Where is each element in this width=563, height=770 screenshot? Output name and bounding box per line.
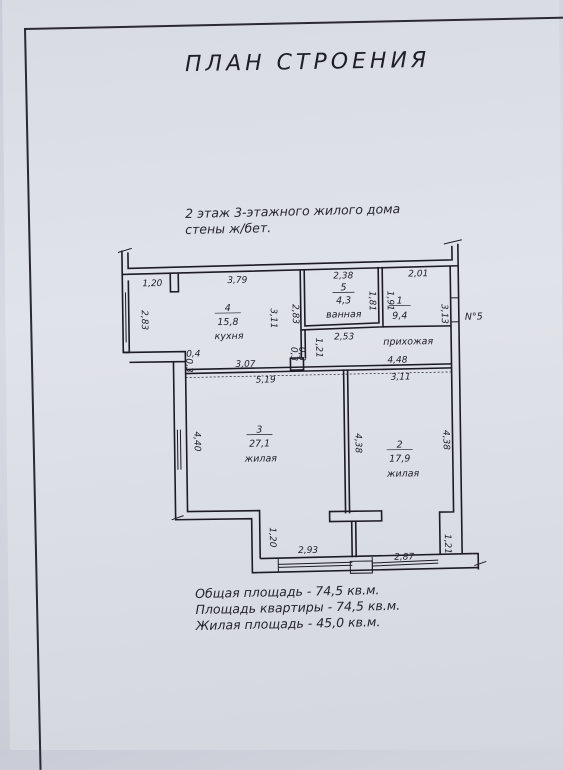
room-1-name: прихожая	[383, 336, 433, 348]
dim-0-3-a: 0,3	[183, 358, 193, 373]
dim-2-83-mid: 2,83	[290, 304, 300, 324]
dim-1-81: 1,81	[366, 291, 376, 311]
room-5-name: ванная	[326, 309, 362, 320]
room-2-area: 17,9	[389, 453, 410, 464]
room-4-area: 15,8	[217, 317, 238, 328]
dim-2-93: 2,93	[298, 546, 318, 556]
dim-1-21-mid: 1,21	[313, 338, 323, 358]
corner-ticks	[118, 239, 487, 570]
dim-2-87: 2,87	[394, 552, 414, 562]
room-5-number: 5	[340, 282, 346, 293]
dim-1-21-right: 1,21	[442, 534, 452, 554]
dim-3-79: 3,79	[227, 276, 247, 286]
dim-4-38-mid: 4,38	[352, 433, 362, 453]
dim-3-07: 3,07	[235, 360, 255, 370]
dim-1-20-bottom: 1,20	[267, 527, 277, 547]
room-1-area: 9,4	[392, 310, 407, 321]
dim-1-91: 1,91	[384, 291, 394, 311]
dim-2-38: 2,38	[333, 271, 353, 281]
room-3-number: 3	[256, 425, 262, 436]
dim-0-3-c: 0,3	[296, 347, 306, 362]
dim-4-38-right: 4,38	[440, 430, 450, 450]
dim-4-40: 4,40	[191, 431, 201, 451]
dim-2-53: 2,53	[334, 332, 354, 342]
room-1-number: 1	[397, 296, 403, 307]
area-totals: Общая площадь - 74,5 кв.м. Площадь кварт…	[195, 582, 401, 634]
dim-2-01: 2,01	[408, 269, 428, 279]
room-3-name: жилая	[244, 453, 278, 464]
walls	[122, 244, 479, 575]
dim-5-19: 5,19	[256, 375, 276, 385]
room-2-number: 2	[397, 440, 403, 451]
dim-3-13: 3,13	[439, 304, 449, 324]
room-4-name: кухня	[215, 331, 244, 342]
dim-1-20-top: 1,20	[142, 279, 162, 289]
room-5-area: 4,3	[336, 295, 351, 306]
room-3-area: 27,1	[249, 438, 270, 449]
apartment-label: N°5	[465, 311, 483, 322]
room-4-number: 4	[225, 303, 231, 314]
dim-4-48: 4,48	[387, 355, 407, 365]
dim-2-83-left: 2,83	[139, 310, 149, 330]
room-2-name: жилая	[386, 468, 420, 479]
dim-3-11-kitchen: 3,11	[268, 308, 278, 328]
dim-3-11-right: 3,11	[391, 372, 411, 382]
floor-plan: 1 9,4 прихожая 2 17,9 жилая 3 27,1 жилая…	[0, 0, 563, 750]
windows	[122, 288, 462, 577]
